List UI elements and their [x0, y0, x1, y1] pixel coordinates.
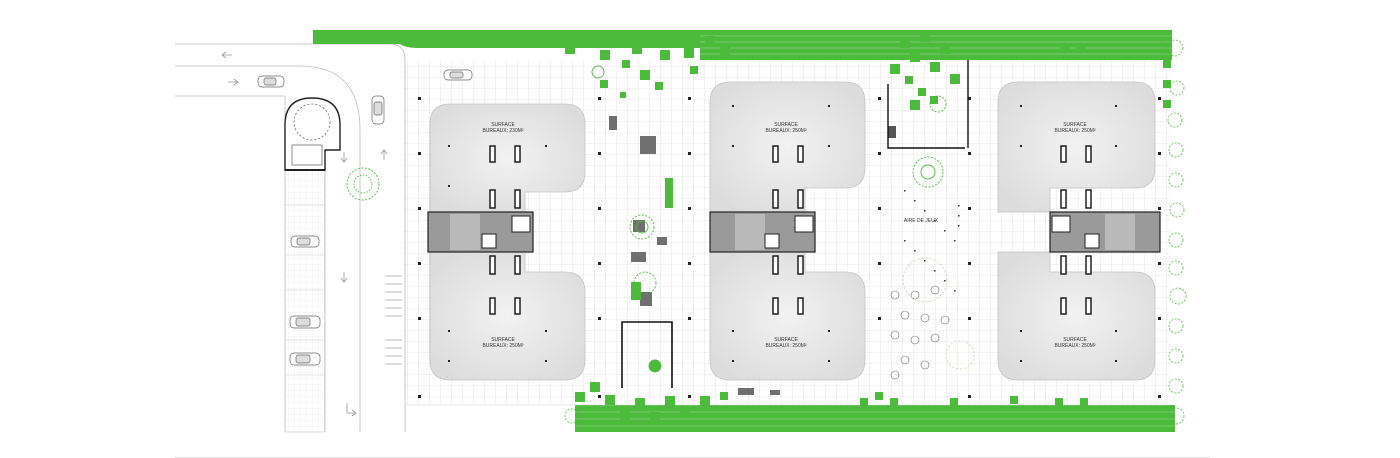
plaza-upper-grid: [405, 60, 700, 90]
surface-b-value: BUREAUX: 250M²: [482, 343, 523, 349]
playground: [887, 60, 969, 149]
parking-stalls: [285, 204, 325, 376]
slab-b-top: [709, 81, 866, 213]
car-icon: [257, 75, 285, 88]
car-icon: [289, 315, 321, 329]
slab-columns: [489, 145, 1092, 315]
arrow-icon: [221, 51, 232, 59]
surface-b-title: SURFACE: [491, 337, 515, 343]
arrow-icon: [340, 272, 348, 283]
surface-a-title: SURFACE: [491, 122, 515, 128]
column-dots: [418, 97, 1161, 398]
surface-a-value: BUREAUX: 230M²: [482, 128, 523, 134]
car-icon: [289, 352, 321, 366]
slab-perimeter-dots: [448, 105, 1117, 362]
slab-b-bottom: [709, 251, 866, 381]
green-strip-bottom: [575, 405, 1175, 432]
trees: [346, 65, 975, 373]
tree-icon: [591, 65, 605, 79]
car-icon: [290, 235, 320, 248]
slab-c-top: [997, 81, 1156, 213]
pixel-greens: [565, 32, 1171, 422]
tree-icon: [648, 359, 662, 373]
playground-label: AIRE DE JEUX: [904, 218, 939, 224]
tree-icon: [902, 257, 948, 303]
kiosk-building: [284, 97, 341, 171]
green-strip-lines: [575, 35, 1175, 427]
parking-strip: [284, 169, 326, 433]
surface-labels: SURFACE BUREAUX: 230M² SURFACE BUREAUX: …: [482, 122, 1095, 349]
building-cores: [427, 211, 1161, 253]
surface-e-value: BUREAUX: 250M²: [1054, 128, 1095, 134]
courtyard-a: [609, 116, 896, 395]
slab-a-top: [429, 103, 586, 213]
road-arrows: [221, 51, 388, 417]
surface-f-title: SURFACE: [1063, 337, 1087, 343]
bike-rack: [385, 275, 402, 365]
surface-f-value: BUREAUX: 250M²: [1054, 343, 1095, 349]
surface-d-title: SURFACE: [774, 337, 798, 343]
arrow-icon: [346, 403, 357, 417]
tree-row-east: [564, 39, 1187, 425]
green-strip-top: [313, 30, 1172, 60]
building-slabs: [429, 81, 1156, 381]
arrow-icon: [228, 78, 239, 86]
tree-icon: [346, 167, 380, 201]
tree-icon: [633, 271, 657, 295]
car-icon: [371, 95, 385, 125]
slab-c-bottom: [997, 251, 1156, 381]
arrow-icon: [380, 149, 388, 160]
surface-c-title: SURFACE: [774, 122, 798, 128]
arrow-icon: [340, 152, 348, 163]
tree-icon: [629, 214, 655, 240]
cafe-tables: [890, 285, 950, 380]
tree-icon: [945, 340, 975, 370]
tree-icon: [929, 95, 947, 113]
playground-posts: [904, 190, 960, 292]
tree-icon: [912, 156, 944, 188]
surface-c-value: BUREAUX: 250M²: [765, 128, 806, 134]
slab-a-bottom: [429, 251, 586, 381]
surface-e-title: SURFACE: [1063, 122, 1087, 128]
surface-d-value: BUREAUX: 250M²: [765, 343, 806, 349]
